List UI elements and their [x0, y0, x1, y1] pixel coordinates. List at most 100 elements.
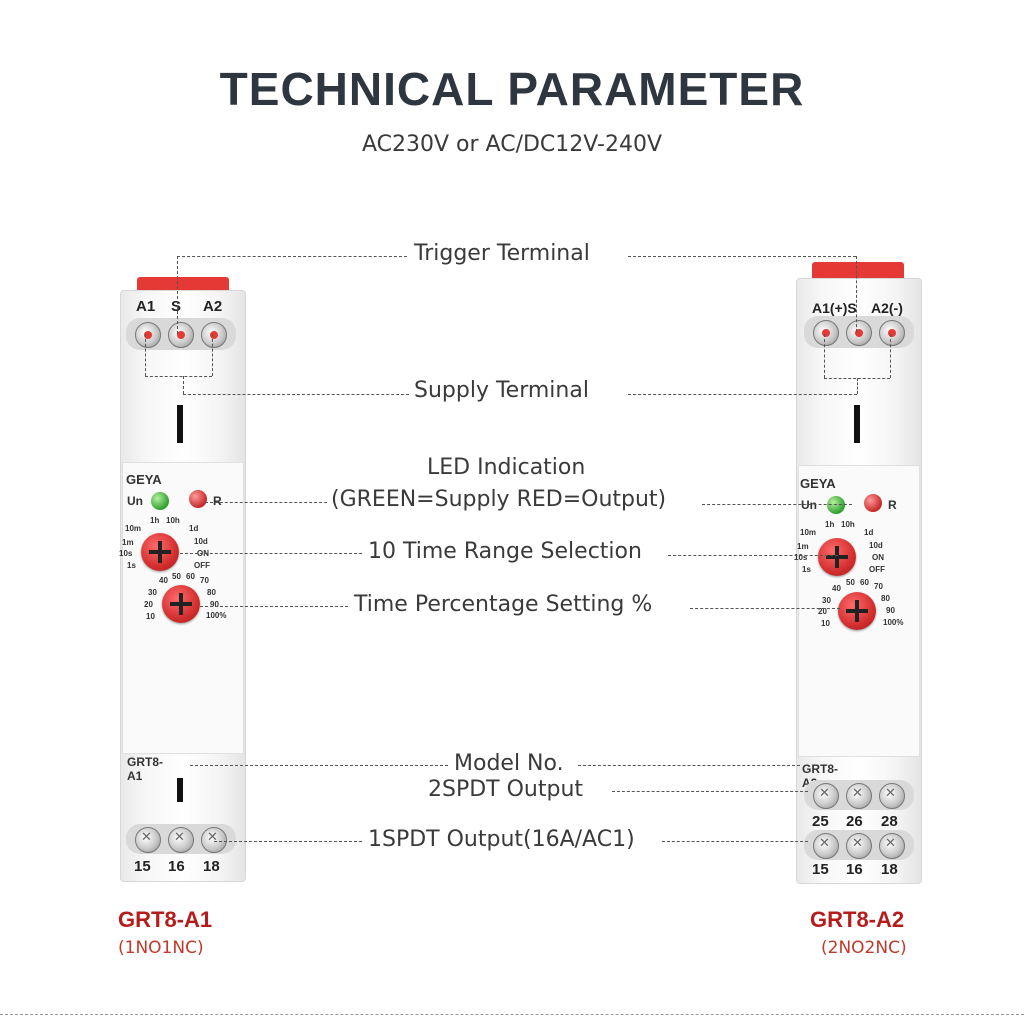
pct-mark: 70: [874, 582, 883, 591]
time-range-knob[interactable]: [141, 533, 179, 571]
range-line-left: [180, 553, 362, 554]
din-slot-bottom: [177, 778, 183, 802]
footer-divider: [0, 1014, 1024, 1015]
screw-s[interactable]: [168, 322, 194, 348]
supply-line-right: [628, 394, 857, 395]
out1-line-left: [214, 841, 362, 842]
model-line-left: [190, 765, 448, 766]
range-mark: 10s: [119, 549, 133, 558]
model-mark: GRT8-A1: [127, 755, 163, 783]
trigger-leader-right: [856, 256, 857, 332]
screw-15[interactable]: [813, 833, 839, 859]
led-line-right: [702, 504, 852, 505]
screw-a2[interactable]: [879, 320, 905, 346]
range-mark: 1d: [864, 528, 874, 537]
terminal-label-a1: A1: [136, 298, 156, 315]
range-mark: OFF: [194, 561, 210, 570]
time-range-knob[interactable]: [818, 538, 856, 576]
pct-mark: 30: [822, 596, 831, 605]
pct-mark: 100%: [206, 611, 227, 620]
screw-18[interactable]: [879, 833, 905, 859]
supply-leader-right: [857, 378, 858, 394]
output-label-26: 26: [846, 813, 863, 830]
right-contacts: (2NO2NC): [821, 938, 907, 958]
output-label-25: 25: [812, 813, 829, 830]
output-label-18: 18: [203, 858, 220, 875]
screw-18[interactable]: [201, 827, 227, 853]
output-label-28: 28: [881, 813, 898, 830]
terminal-label-a2: A2: [203, 298, 223, 315]
range-mark: 1d: [189, 524, 199, 533]
screw-a1[interactable]: [813, 320, 839, 346]
supply-bracket-left-base: [145, 376, 212, 377]
left-contacts: (1NO1NC): [118, 938, 204, 958]
din-clip-top: [812, 262, 904, 282]
screw-s[interactable]: [846, 320, 872, 346]
terminal-label-s: S: [171, 298, 182, 315]
pct-mark: 10: [146, 612, 155, 621]
range-mark: 1h: [825, 520, 835, 529]
pct-mark: 20: [818, 607, 827, 616]
page-title: TECHNICAL PARAMETER: [219, 63, 805, 115]
range-mark: 10m: [125, 524, 142, 533]
led-color-legend: (GREEN=Supply RED=Output): [327, 487, 671, 512]
out2-line-right: [612, 791, 808, 792]
supply-bracket-left-a: [145, 334, 146, 376]
range-mark: 1m: [797, 542, 809, 551]
model-no-label: Model No.: [450, 751, 568, 776]
trigger-leader-left: [177, 256, 178, 334]
pct-mark: 10: [821, 619, 830, 628]
screw-a1[interactable]: [135, 322, 161, 348]
output-label-15: 15: [812, 861, 829, 878]
pct-mark: 70: [200, 576, 209, 585]
screw-a2[interactable]: [201, 322, 227, 348]
supply-led: [151, 492, 169, 510]
brand-logo: GEYA: [126, 472, 162, 487]
screw-28[interactable]: [879, 783, 905, 809]
time-percent-knob[interactable]: [162, 585, 200, 623]
supply-led: [827, 496, 845, 514]
range-line-right: [668, 555, 838, 556]
percent-line-right: [690, 608, 840, 609]
model-line-right: [578, 765, 800, 766]
screw-16[interactable]: [846, 833, 872, 859]
terminal-label-a1s: A1(+)S: [812, 300, 857, 316]
voltage-subtitle: AC230V or AC/DC12V-240V: [361, 132, 663, 157]
range-mark: 10d: [869, 541, 883, 550]
led-label-un: Un: [127, 494, 143, 508]
led-label-r: R: [888, 498, 897, 512]
range-mark: 1m: [122, 538, 134, 547]
screw-15[interactable]: [135, 827, 161, 853]
screw-25[interactable]: [813, 783, 839, 809]
pct-mark: 90: [210, 600, 219, 609]
supply-terminal-label: Supply Terminal: [410, 378, 593, 403]
output-label-18: 18: [881, 861, 898, 878]
led-line-left: [205, 502, 327, 503]
time-percent-label: Time Percentage Setting %: [350, 592, 657, 617]
range-mark: 10h: [166, 516, 180, 525]
led-label-r: R: [213, 494, 222, 508]
range-mark: 10m: [800, 528, 817, 537]
supply-leader-left: [183, 376, 184, 394]
time-percent-knob[interactable]: [838, 592, 876, 630]
output-led: [189, 490, 207, 508]
percent-line-left: [200, 606, 348, 607]
out2-label: 2SPDT Output: [424, 777, 588, 802]
trigger-terminal-label: Trigger Terminal: [410, 241, 594, 266]
supply-line-left: [183, 394, 409, 395]
right-model-name: GRT8-A2: [810, 907, 905, 932]
led-indication-label: LED Indication: [423, 455, 590, 480]
pct-mark: 40: [159, 576, 168, 585]
trigger-line-left: [177, 256, 407, 257]
pct-mark: 50: [172, 572, 181, 581]
pct-mark: 60: [186, 572, 195, 581]
time-range-label: 10 Time Range Selection: [364, 539, 646, 564]
screw-16[interactable]: [168, 827, 194, 853]
pct-mark: 30: [148, 588, 157, 597]
output-led: [864, 494, 882, 512]
output-label-15: 15: [134, 858, 151, 875]
range-mark: 10s: [794, 553, 808, 562]
supply-bracket-right-b: [890, 334, 891, 378]
din-slot-top: [177, 405, 183, 443]
screw-26[interactable]: [846, 783, 872, 809]
